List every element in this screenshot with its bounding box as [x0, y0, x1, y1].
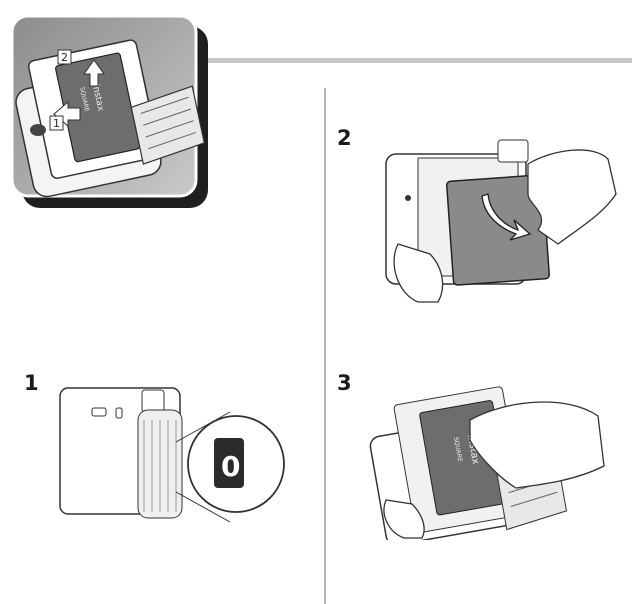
callout-2-label: 2	[61, 51, 68, 64]
step-2-number: 2	[337, 126, 352, 150]
step-3-number: 3	[337, 371, 352, 395]
arrow-icon	[481, 193, 532, 241]
callout-1-label: 1	[53, 117, 60, 130]
film-format-text: SQUARE	[452, 436, 463, 462]
hand-icon	[469, 401, 605, 489]
step-3-illustration: instax SQUARE	[366, 380, 606, 540]
counter-display-value: 0	[221, 450, 240, 483]
step-1-number: 1	[24, 371, 39, 395]
header-illustration: instax SQUARE 1 2	[10, 14, 210, 210]
hand-icon	[527, 149, 617, 245]
step-2-illustration	[378, 134, 618, 304]
counter-window-icon	[214, 438, 244, 488]
arrow-icon	[53, 100, 81, 128]
header-rule	[200, 58, 632, 63]
column-divider	[324, 88, 326, 604]
step-1-illustration: 0	[58, 380, 288, 530]
